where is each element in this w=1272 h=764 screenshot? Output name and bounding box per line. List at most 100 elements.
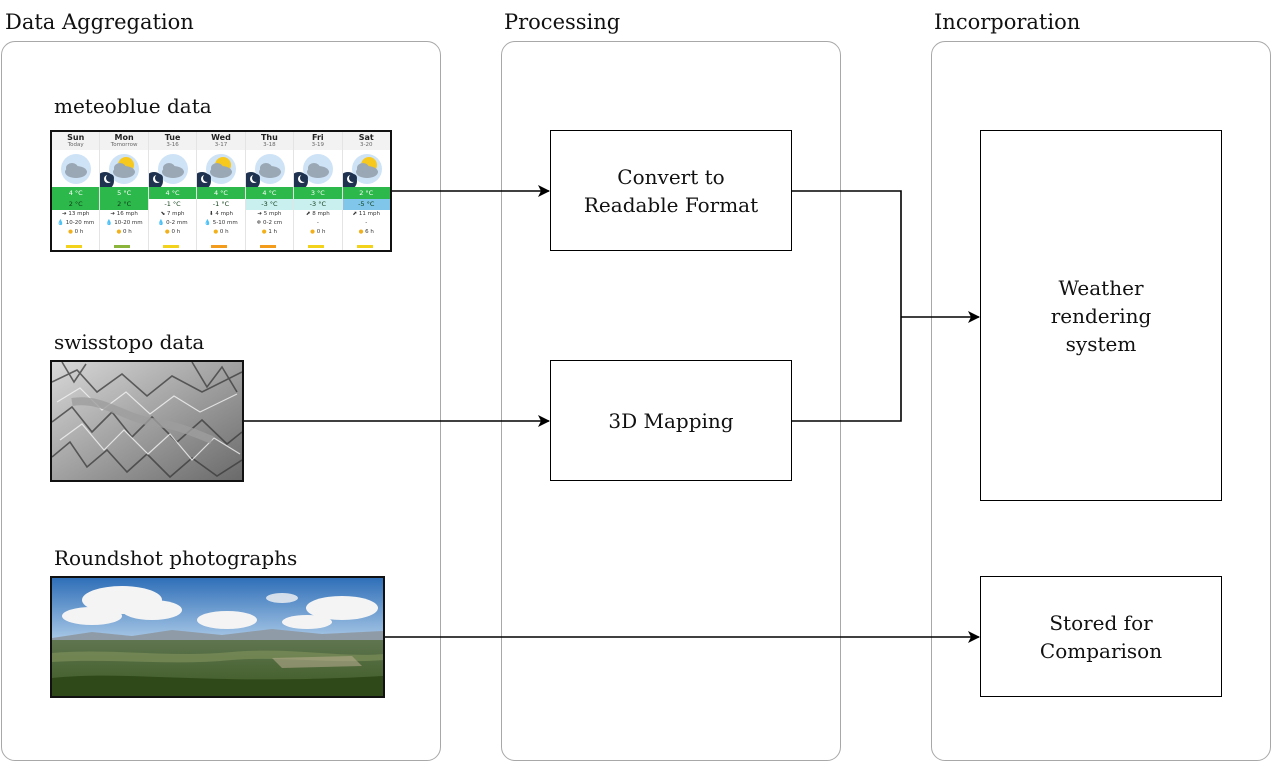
forecast-sun-hours: 6 h xyxy=(365,229,374,235)
forecast-wind: ➔ 16 mph xyxy=(110,211,138,217)
forecast-sunshine: ● 1 h xyxy=(261,229,278,235)
forecast-max-temp: 2 °C xyxy=(342,187,390,199)
label-roundshot-photographs: Roundshot photographs xyxy=(54,546,298,570)
forecast-predictability-bar xyxy=(114,245,131,248)
forecast-predictability-bar xyxy=(162,245,179,248)
forecast-day-name: Tue xyxy=(164,133,181,142)
forecast-day-name: Fri xyxy=(312,133,324,142)
forecast-min-temp: -1 °C xyxy=(148,199,197,210)
weather-cloud-icon xyxy=(294,150,341,187)
forecast-min-temp: 2 °C xyxy=(52,199,100,210)
forecast-predictability-bar xyxy=(308,245,325,248)
forecast-wind: ➔ 13 mph xyxy=(61,211,90,217)
forecast-max-temp: 3 °C xyxy=(294,187,342,199)
lane-title-incorporation: Incorporation xyxy=(934,10,1081,34)
forecast-sunshine: ● 0 h xyxy=(310,229,326,235)
lane-title-processing: Processing xyxy=(504,10,621,34)
forecast-day-date: 3-17 xyxy=(214,142,228,148)
forecast-wind: ⬊ 7 mph xyxy=(160,211,185,217)
forecast-min-temp: -3 °C xyxy=(294,199,342,210)
forecast-max-temp: 4 °C xyxy=(52,187,100,199)
forecast-precipitation: 💧 10-20 mm xyxy=(57,220,95,226)
forecast-day-date: 3-19 xyxy=(311,142,325,148)
label-swisstopo-data: swisstopo data xyxy=(54,330,205,354)
forecast-sun-hours: 0 h xyxy=(316,229,326,235)
weather-cloud-icon xyxy=(52,150,99,187)
convert-readable-format-box: Convert to Readable Format xyxy=(550,130,792,251)
forecast-day-date: 3-16 xyxy=(166,142,179,148)
forecast-precipitation: 💧 0-2 mm xyxy=(157,220,188,226)
forecast-day-name: Mon xyxy=(114,133,134,142)
forecast-sunshine: ● 0 h xyxy=(213,229,229,235)
forecast-predictability-bar xyxy=(211,245,228,248)
weather-rendering-system-box: Weather rendering system xyxy=(980,130,1222,501)
roundshot-panorama-image xyxy=(50,576,385,698)
forecast-day-name: Thu xyxy=(260,133,278,142)
connector-mapping-to-merge xyxy=(791,317,902,422)
forecast-day-date: Tomorrow xyxy=(110,142,138,148)
forecast-precipitation: ❄ 0-2 cm xyxy=(256,220,283,226)
lane-title-data-aggregation: Data Aggregation xyxy=(5,10,194,34)
forecast-max-temp: 5 °C xyxy=(100,187,148,199)
forecast-predictability-bar xyxy=(356,245,373,248)
forecast-sunshine: ● 0 h xyxy=(164,229,181,235)
forecast-predictability-bar xyxy=(259,245,276,248)
forecast-min-temp: -5 °C xyxy=(342,199,390,210)
forecast-min-temp: -1 °C xyxy=(197,199,245,210)
forecast-day-name: Sun xyxy=(67,133,85,142)
forecast-min-temp: 2 °C xyxy=(100,199,148,210)
weather-cloud-icon xyxy=(245,150,293,187)
lane-processing xyxy=(501,41,841,761)
connector-convert-to-merge xyxy=(791,190,902,317)
forecast-wind: ⬈ 11 mph xyxy=(352,211,380,217)
forecast-max-temp: 4 °C xyxy=(245,187,294,199)
swisstopo-relief-image xyxy=(50,360,244,482)
forecast-day-date: Today xyxy=(67,142,84,148)
forecast-wind: ⬇ 4 mph xyxy=(209,211,233,217)
forecast-sunshine: ● 6 h xyxy=(358,229,374,235)
forecast-precipitation: - xyxy=(365,220,368,226)
forecast-precipitation: - xyxy=(316,220,319,226)
forecast-max-temp: 4 °C xyxy=(148,187,197,199)
forecast-day-name: Wed xyxy=(211,133,231,142)
forecast-sun-hours: 0 h xyxy=(74,229,84,235)
forecast-sunshine: ● 0 h xyxy=(116,229,132,235)
forecast-predictability-bar xyxy=(66,245,82,248)
lane-data-aggregation xyxy=(1,41,441,761)
weather-cloud-icon xyxy=(100,150,147,187)
forecast-max-temp: 4 °C xyxy=(197,187,245,199)
forecast-precipitation: 💧 5-10 mm xyxy=(204,220,238,226)
weather-cloud-icon xyxy=(342,150,390,187)
forecast-wind: ⬈ 8 mph xyxy=(305,211,330,217)
forecast-wind: ➔ 5 mph xyxy=(257,211,282,217)
forecast-day-date: 3-18 xyxy=(263,142,276,148)
forecast-precipitation: 💧 10-20 mm xyxy=(105,220,143,226)
weather-cloud-icon xyxy=(148,150,196,187)
weather-cloud-icon xyxy=(197,150,244,187)
label-meteoblue-data: meteoblue data xyxy=(54,94,212,118)
forecast-sun-hours: 0 h xyxy=(219,229,229,235)
3d-mapping-box: 3D Mapping xyxy=(550,360,792,481)
forecast-sunshine: ● 0 h xyxy=(68,229,84,235)
forecast-sun-hours: 0 h xyxy=(123,229,132,235)
forecast-day-name: Sat xyxy=(358,133,374,142)
forecast-sun-hours: 1 h xyxy=(268,229,278,235)
forecast-min-temp: -3 °C xyxy=(245,199,294,210)
forecast-day-date: 3-20 xyxy=(360,142,373,148)
forecast-sun-hours: 0 h xyxy=(171,229,181,235)
